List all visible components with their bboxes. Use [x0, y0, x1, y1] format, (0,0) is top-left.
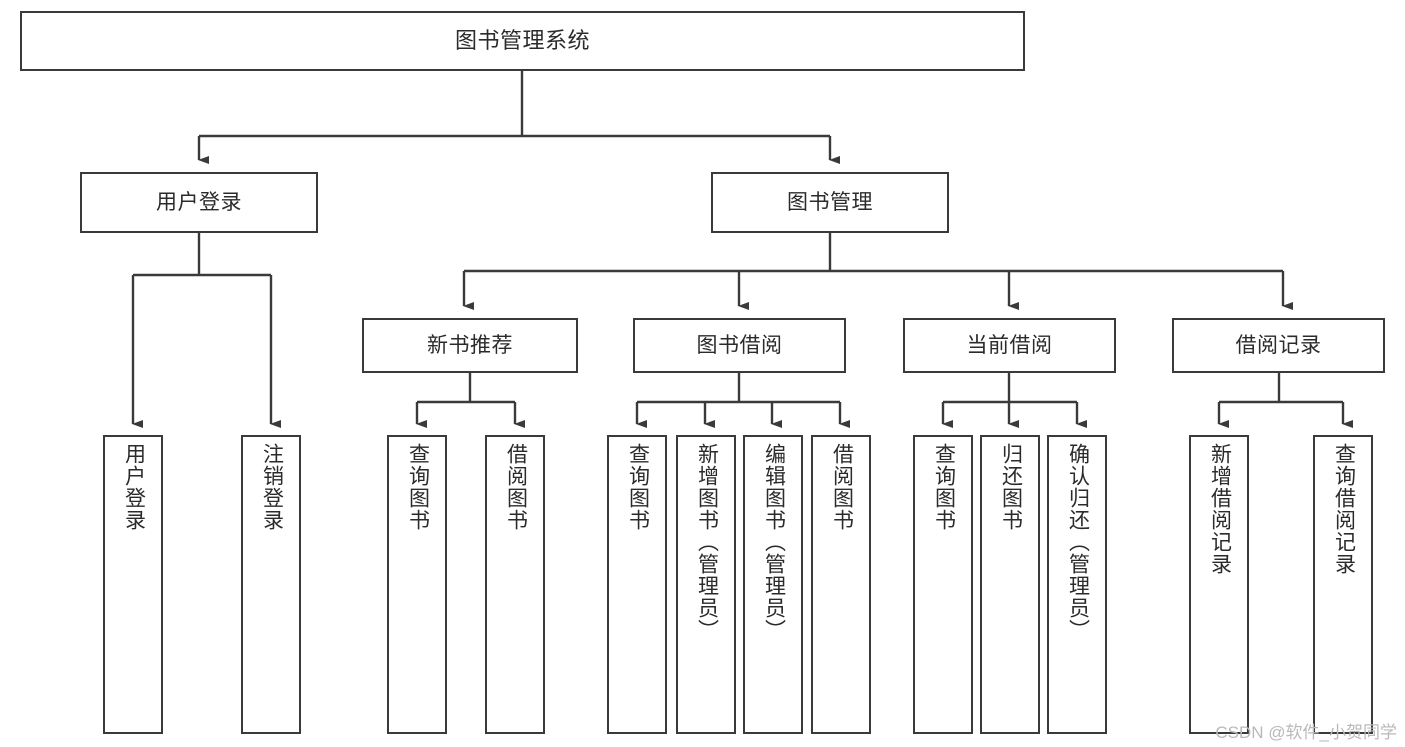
node-leaf-borrow-book-2-label: 借阅图书: [830, 443, 854, 531]
node-new-book-recommend[interactable]: 新书推荐: [362, 318, 578, 373]
node-leaf-add-record[interactable]: 新增借阅记录: [1189, 435, 1249, 734]
node-leaf-user-login-label: 用户登录: [122, 443, 146, 531]
node-leaf-query-book-2-label: 查询图书: [626, 443, 650, 531]
node-user-login[interactable]: 用户登录: [80, 172, 318, 233]
node-leaf-query-book-1[interactable]: 查询图书: [387, 435, 447, 734]
node-new-book-recommend-label: 新书推荐: [427, 333, 513, 357]
node-leaf-confirm-return-label: 确认归还（管理员）: [1066, 443, 1090, 641]
node-leaf-query-record-label: 查询借阅记录: [1332, 443, 1356, 575]
node-root-label: 图书管理系统: [454, 27, 590, 53]
node-leaf-add-record-label: 新增借阅记录: [1208, 443, 1232, 575]
node-book-borrow-label: 图书借阅: [696, 333, 783, 357]
node-leaf-borrow-book-1[interactable]: 借阅图书: [485, 435, 545, 734]
node-book-management-label: 图书管理: [787, 190, 873, 214]
node-leaf-logout-login-label: 注销登录: [260, 443, 284, 531]
node-leaf-user-login[interactable]: 用户登录: [103, 435, 163, 734]
node-leaf-return-book-label: 归还图书: [999, 443, 1023, 531]
node-user-login-label: 用户登录: [156, 190, 242, 214]
node-leaf-borrow-book-2[interactable]: 借阅图书: [811, 435, 871, 734]
node-leaf-borrow-book-1-label: 借阅图书: [504, 443, 528, 531]
node-current-borrow-label: 当前借阅: [966, 333, 1053, 357]
node-leaf-return-book[interactable]: 归还图书: [980, 435, 1040, 734]
node-leaf-logout-login[interactable]: 注销登录: [241, 435, 301, 734]
node-leaf-add-book[interactable]: 新增图书（管理员）: [676, 435, 736, 734]
watermark: CSDN @软件_小贺同学: [1215, 723, 1397, 742]
node-leaf-query-book-3[interactable]: 查询图书: [913, 435, 973, 734]
node-leaf-add-book-label: 新增图书（管理员）: [695, 443, 719, 641]
node-root[interactable]: 图书管理系统: [20, 11, 1025, 71]
node-leaf-query-book-2[interactable]: 查询图书: [607, 435, 667, 734]
node-leaf-query-record[interactable]: 查询借阅记录: [1313, 435, 1373, 734]
node-leaf-confirm-return[interactable]: 确认归还（管理员）: [1047, 435, 1107, 734]
node-leaf-query-book-3-label: 查询图书: [932, 443, 956, 531]
node-leaf-query-book-1-label: 查询图书: [406, 443, 430, 531]
node-book-management[interactable]: 图书管理: [711, 172, 949, 233]
node-current-borrow[interactable]: 当前借阅: [903, 318, 1116, 373]
node-leaf-edit-book-label: 编辑图书（管理员）: [762, 443, 786, 641]
node-borrow-record[interactable]: 借阅记录: [1172, 318, 1385, 373]
node-leaf-edit-book[interactable]: 编辑图书（管理员）: [743, 435, 803, 734]
node-book-borrow[interactable]: 图书借阅: [633, 318, 846, 373]
node-borrow-record-label: 借阅记录: [1235, 333, 1322, 357]
